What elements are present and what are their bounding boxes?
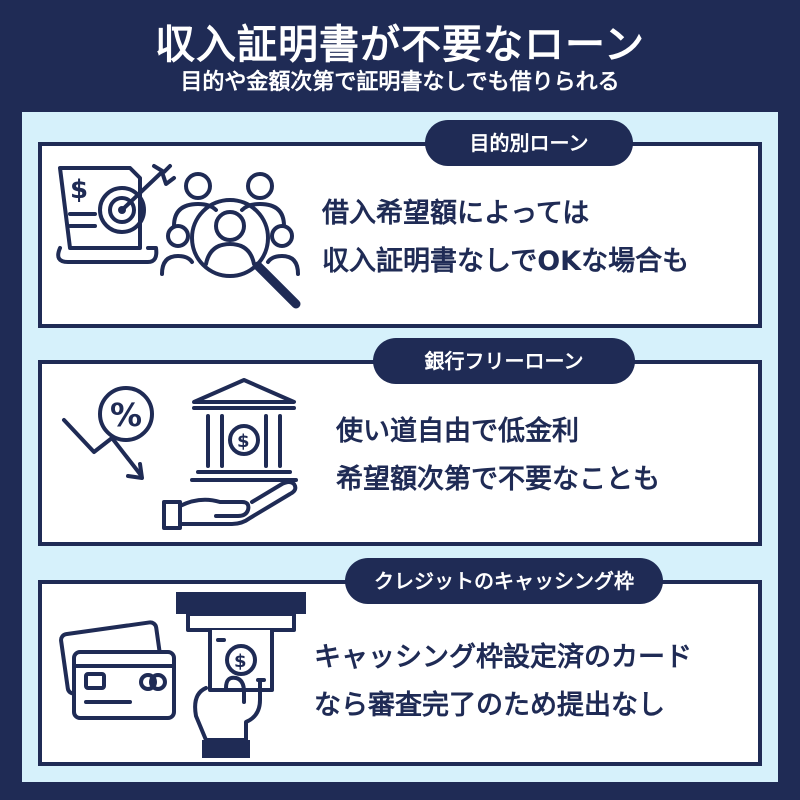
- svg-text:%: %: [110, 396, 142, 434]
- atm-cash-icon: $: [176, 592, 316, 766]
- card-line: 借入希望額によっては: [322, 198, 590, 229]
- card-line: 収入証明書なしでOKな場合も: [322, 246, 690, 277]
- page-title: 収入証明書が不要なローン: [155, 22, 645, 68]
- card-line: なら審査完了のため提出なし: [314, 690, 665, 721]
- card-line: 希望額次第で不要なことも: [336, 464, 660, 495]
- interest-down-icon: %: [58, 380, 168, 494]
- card-text-credit-cashing: キャッシング枠設定済のカード なら審査完了のため提出なし: [314, 634, 692, 730]
- label-purpose-loan: 目的別ローン: [425, 120, 633, 166]
- document-target-icon: $: [50, 158, 180, 277]
- credit-cards-icon: [58, 620, 178, 734]
- bank-hand-icon: $: [160, 372, 310, 536]
- label-credit-cashing: クレジットのキャッシング枠: [345, 558, 663, 604]
- label-bank-free-loan: 銀行フリーローン: [373, 338, 635, 384]
- page-subtitle: 目的や金額次第で証明書なしでも借りられる: [180, 70, 620, 95]
- card-line: キャッシング枠設定済のカード: [314, 642, 692, 673]
- card-text-purpose-loan: 借入希望額によっては 収入証明書なしでOKな場合も: [322, 190, 689, 286]
- svg-text:$: $: [237, 431, 250, 452]
- people-search-icon: [160, 166, 310, 320]
- card-line: 使い道自由で低金利: [336, 416, 579, 447]
- svg-text:$: $: [234, 651, 247, 672]
- svg-text:$: $: [70, 175, 88, 205]
- card-text-bank-free-loan: 使い道自由で低金利 希望額次第で不要なことも: [336, 408, 660, 504]
